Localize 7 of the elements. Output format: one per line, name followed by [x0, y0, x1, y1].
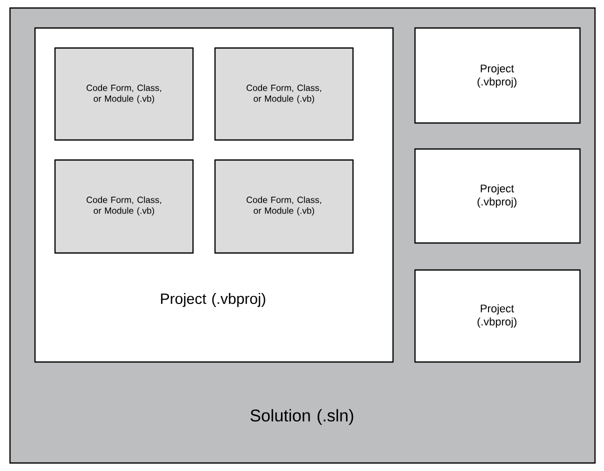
file-box: Code Form, Class, or Module (.vb) [214, 47, 354, 141]
project-box: Project (.vbproj) [414, 148, 581, 244]
project-box: Project (.vbproj) [414, 27, 581, 124]
file-box: Code Form, Class, or Module (.vb) [54, 159, 194, 254]
file-box: Code Form, Class, or Module (.vb) [214, 159, 354, 254]
file-box: Code Form, Class, or Module (.vb) [54, 47, 194, 141]
project-box: Project (.vbproj) [414, 269, 581, 363]
